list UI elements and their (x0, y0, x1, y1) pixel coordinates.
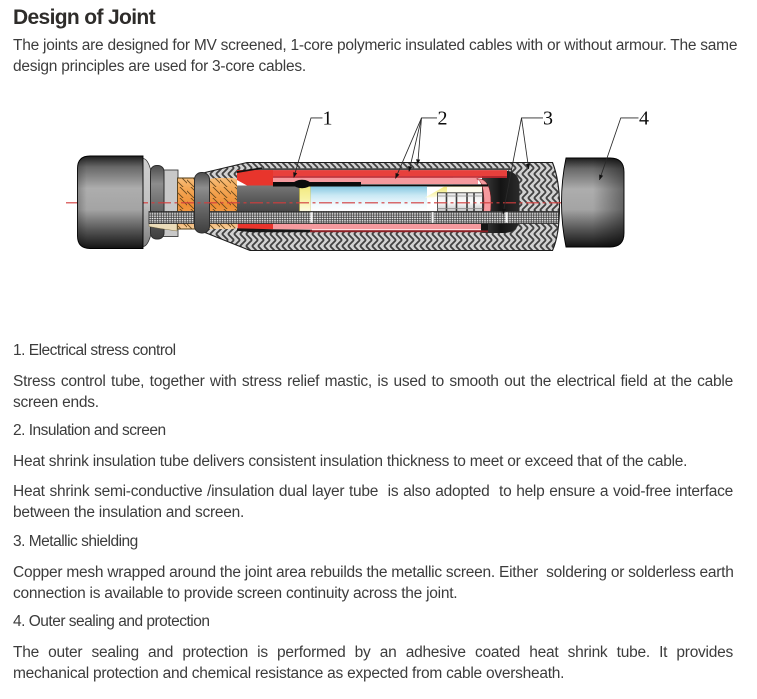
svg-text:3: 3 (543, 108, 553, 130)
svg-text:2: 2 (438, 108, 448, 130)
svg-text:1: 1 (323, 108, 333, 130)
svg-text:4: 4 (639, 108, 649, 130)
